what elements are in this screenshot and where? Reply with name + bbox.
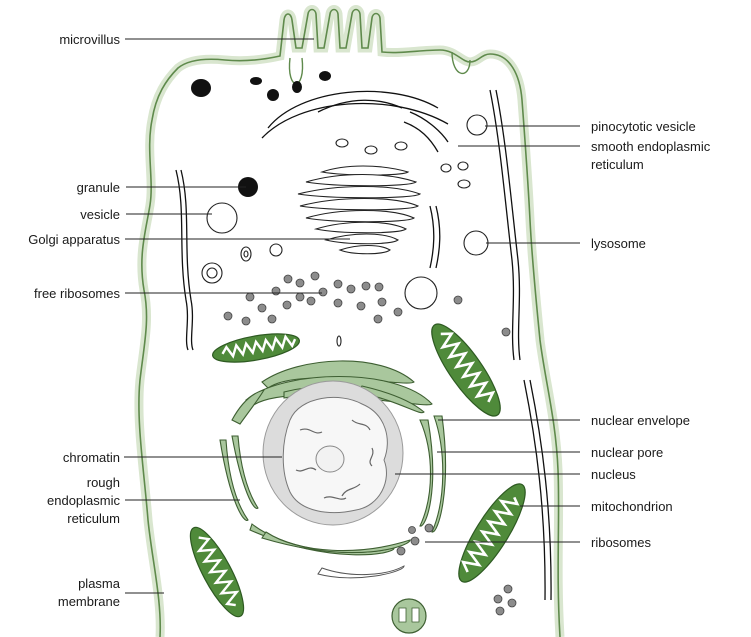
label-rough-er-line1: rough	[87, 475, 120, 490]
mitochondrion-right	[421, 316, 510, 424]
label-pinocytotic-vesicle: pinocytotic vesicle	[591, 119, 696, 134]
microvillus-pocket	[289, 58, 302, 84]
label-smooth-er-line2: reticulum	[591, 157, 644, 172]
free-ribosomes	[224, 272, 510, 336]
label-chromatin: chromatin	[63, 450, 120, 465]
label-lysosome: lysosome	[591, 236, 646, 251]
label-smooth-er-line1: smooth endoplasmic	[591, 139, 711, 154]
mitochondrion-top-left	[211, 329, 302, 368]
mitochondrion-lower-left	[181, 521, 253, 622]
nucleolus	[316, 446, 344, 472]
label-golgi-apparatus: Golgi apparatus	[28, 232, 120, 247]
label-vesicle: vesicle	[80, 207, 120, 222]
label-plasma-membrane-line2: membrane	[58, 594, 120, 609]
mitochondrion-lower-right	[448, 476, 536, 590]
label-free-ribosomes: free ribosomes	[34, 286, 120, 301]
granules	[191, 71, 331, 197]
label-mitochondrion: mitochondrion	[591, 499, 673, 514]
label-rough-er-line3: reticulum	[67, 511, 120, 526]
label-ribosomes: ribosomes	[591, 535, 651, 550]
label-rough-er-line2: endoplasmic	[47, 493, 120, 508]
nucleus	[263, 381, 403, 525]
label-microvillus: microvillus	[59, 32, 120, 47]
label-plasma-membrane-line1: plasma	[78, 576, 121, 591]
label-nucleus: nucleus	[591, 467, 636, 482]
label-nuclear-envelope: nuclear envelope	[591, 413, 690, 428]
mitochondrion-bottom	[392, 599, 426, 633]
label-granule: granule	[77, 180, 120, 195]
label-nuclear-pore: nuclear pore	[591, 445, 663, 460]
golgi-apparatus	[298, 166, 420, 254]
